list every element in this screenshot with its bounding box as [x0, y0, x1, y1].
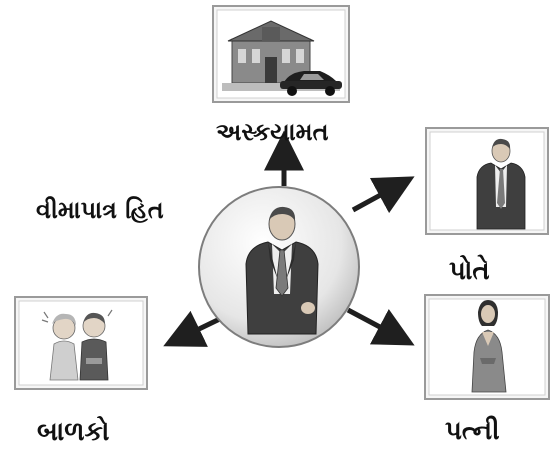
- businessman-icon: [245, 206, 319, 335]
- man-icon: [476, 138, 526, 230]
- children-image-frame: [14, 296, 148, 390]
- arrow-to-self: [351, 176, 415, 214]
- arrow-to-wife: [346, 307, 415, 346]
- children-icon: [41, 309, 113, 381]
- woman-icon: [471, 300, 507, 393]
- wife-image-frame: [424, 294, 550, 400]
- center-person-circle: [198, 186, 360, 348]
- building-car-icon: [222, 20, 342, 96]
- self-image-frame: [425, 127, 549, 235]
- self-label: પોતે: [449, 256, 490, 286]
- assets-label: અસ્કયામત: [216, 118, 329, 146]
- assets-image-frame: [212, 5, 350, 103]
- children-label: બાળકો: [37, 417, 110, 447]
- wife-label: પત્ની: [445, 416, 500, 446]
- insurable-interest-label: વીમાપાત્ર હિત: [36, 196, 164, 224]
